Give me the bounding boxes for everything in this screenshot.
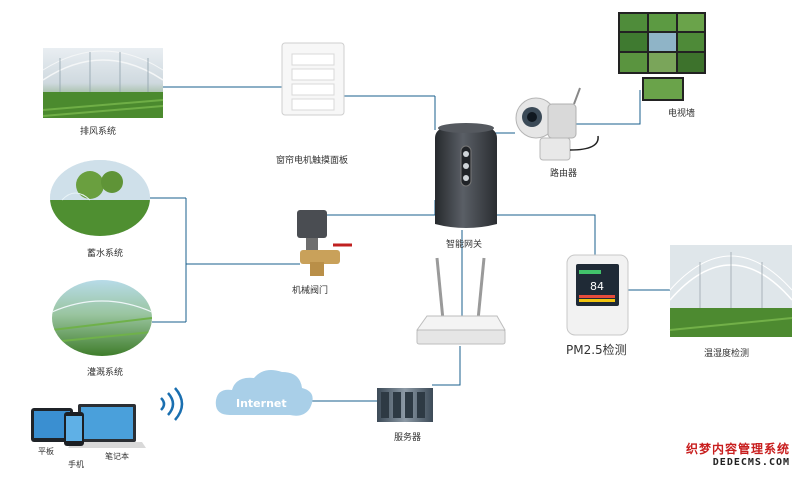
- user-devices: [31, 404, 146, 448]
- watermark: 织梦内容管理系统 DEDECMS.COM: [686, 440, 790, 468]
- internet-cloud: [215, 370, 313, 416]
- link-valve-to-gateway: [310, 200, 436, 216]
- phone-label: 手机: [68, 460, 84, 469]
- watermark-title: 织梦内容管理系统: [686, 442, 791, 456]
- watermark-domain: DEDECMS.COM: [712, 457, 791, 468]
- link-gateway-to-pm25: [497, 214, 596, 255]
- water-storage-image: [50, 160, 150, 236]
- laptop-label: 笔记本: [105, 452, 129, 461]
- pm25-label: PM2.5检测: [566, 343, 627, 357]
- temp-humidity-label: 温湿度检测: [704, 349, 750, 359]
- server-label: 服务器: [394, 433, 422, 443]
- camera-router-device: [515, 87, 599, 161]
- link-camera-to-tvwall: [574, 90, 641, 125]
- irrigation-label: 灌溉系统: [87, 368, 124, 378]
- mechanical-valve-device: [297, 210, 352, 276]
- wifi-signal-icon: [160, 387, 184, 421]
- valve-label: 机械阀门: [292, 286, 329, 296]
- link-router-to-server: [432, 346, 461, 386]
- server-rack: [377, 388, 433, 422]
- router-label: 路由器: [550, 169, 578, 179]
- exhaust-system-label: 排风系统: [80, 127, 117, 137]
- curtain-touch-panel: [281, 42, 345, 116]
- temp-humidity-greenhouse-image: [669, 245, 793, 337]
- gateway-label: 智能网关: [446, 240, 483, 250]
- exhaust-greenhouse-image: [42, 48, 164, 118]
- pm25-reading: 84: [590, 280, 604, 293]
- smart-gateway-device: [435, 123, 497, 228]
- pm25-detector-device: 84: [566, 254, 629, 336]
- water-storage-label: 蓄水系统: [87, 249, 124, 259]
- tablet-label: 平板: [38, 447, 54, 456]
- internet-label: Internet: [236, 397, 287, 410]
- wifi-router-device: [416, 257, 506, 345]
- tv-wall-screens: [618, 12, 706, 101]
- curtain-panel-label: 窗帘电机触摸面板: [276, 156, 349, 166]
- irrigation-image: [52, 280, 152, 356]
- tv-wall-label: 电视墙: [668, 109, 696, 119]
